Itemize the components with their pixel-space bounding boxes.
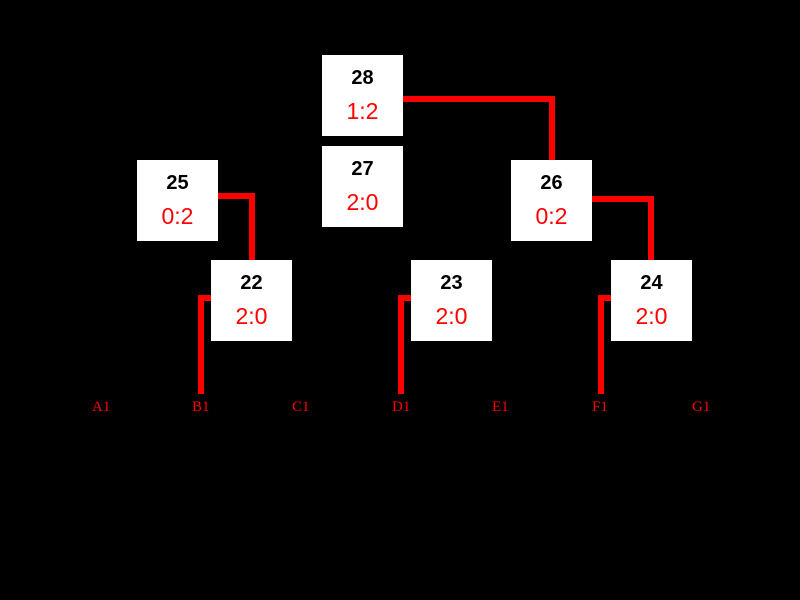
match-node-id: 24	[640, 272, 663, 294]
match-node-score: 1:2	[346, 98, 379, 124]
match-node-score: 0:2	[535, 203, 568, 229]
node-25-to-node-22-vertical	[249, 193, 255, 265]
node-28-to-node-26-vertical	[549, 96, 555, 164]
slot-label-d1: D1	[392, 399, 411, 415]
node-26-to-node-24-horizontal	[591, 196, 654, 202]
slot-label-g1: G1	[692, 399, 711, 415]
match-node-id: 28	[351, 67, 374, 89]
match-node-score: 2:0	[346, 189, 379, 215]
node-22-to-slot-b1-vertical	[198, 295, 204, 394]
node-26-to-node-24-vertical	[648, 196, 654, 264]
node-23-to-slot-d1-horizontal	[398, 295, 416, 301]
node-25-to-node-22-horizontal	[217, 193, 255, 199]
slot-label-c1: C1	[292, 399, 310, 415]
node-28-to-node-26-horizontal	[402, 96, 555, 102]
match-node-score: 0:2	[161, 203, 194, 229]
slot-label-e1: E1	[492, 399, 509, 415]
match-node-id: 26	[540, 172, 563, 194]
slot-label-b1: B1	[192, 399, 210, 415]
slot-label-a1: A1	[92, 399, 111, 415]
match-node-id: 25	[166, 172, 189, 194]
match-node-id: 22	[240, 272, 263, 294]
match-node-score: 2:0	[235, 303, 268, 329]
match-node-score: 2:0	[435, 303, 468, 329]
match-node-id: 23	[440, 272, 463, 294]
match-node-id: 27	[351, 158, 374, 180]
node-24-to-slot-f1-horizontal	[598, 295, 616, 301]
match-node-score: 2:0	[635, 303, 668, 329]
node-24-to-slot-f1-vertical	[598, 295, 604, 394]
slot-label-f1: F1	[592, 399, 608, 415]
node-23-to-slot-d1-vertical	[398, 295, 404, 394]
node-22-to-slot-b1-horizontal	[198, 295, 216, 301]
